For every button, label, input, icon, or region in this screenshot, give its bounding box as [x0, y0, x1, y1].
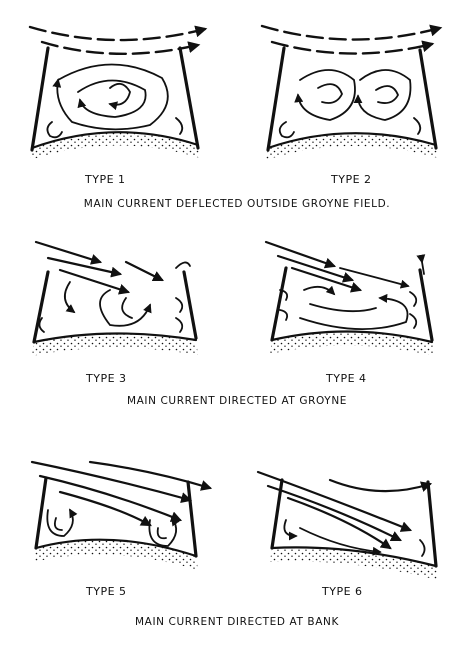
panel-type-1	[28, 25, 208, 160]
panel-type-4	[264, 240, 434, 356]
panel-type-5	[30, 460, 213, 570]
panel-label-type-5: TYPE 5	[85, 585, 127, 598]
panel-label-type-6: TYPE 6	[321, 585, 363, 598]
caption-row-3: MAIN CURRENT DIRECTED AT BANK	[135, 616, 339, 628]
panel-label-type-3: TYPE 3	[85, 372, 127, 385]
panel-type-2	[260, 24, 443, 160]
caption-row-1: MAIN CURRENT DEFLECTED OUTSIDE GROYNE FI…	[84, 198, 390, 210]
panel-type-3	[32, 240, 198, 356]
panel-label-type-1: TYPE 1	[84, 173, 126, 186]
caption-row-2: MAIN CURRENT DIRECTED AT GROYNE	[127, 395, 347, 407]
panel-label-type-4: TYPE 4	[325, 372, 367, 385]
panel-type-6	[256, 470, 438, 580]
panel-label-type-2: TYPE 2	[330, 173, 372, 186]
